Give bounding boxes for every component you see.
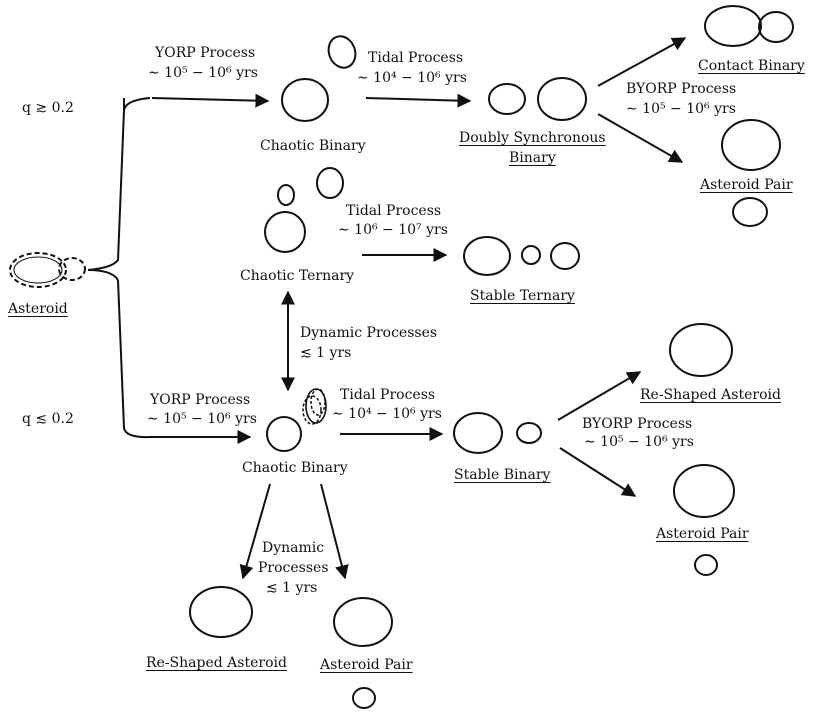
reshaped-right-label: Re-Shaped Asteroid [640, 387, 781, 403]
branch-brace [87, 97, 151, 439]
pair-right-primary [673, 464, 735, 518]
doubly-sync-primary-a [488, 83, 526, 115]
chaotic-binary-bottom-primary [266, 416, 302, 452]
pair-right-secondary [694, 554, 718, 576]
contact-binary-a [704, 5, 762, 47]
asteroid-pair-bottom-label: Asteroid Pair [320, 657, 413, 673]
doubly-sync-label-2: Binary [509, 150, 556, 166]
asteroid-pair-top-label: Asteroid Pair [700, 177, 793, 193]
tidal-mid-label: Tidal Process [346, 203, 442, 219]
tidal-mid-time: ∼ 10⁶ − 10⁷ yrs [338, 222, 448, 238]
pair-bottom-primary [333, 597, 393, 647]
stable-ternary-c [550, 242, 580, 270]
dynamic-mid-time: ≲ 1 yrs [300, 345, 352, 361]
dynamic-bottom-label-3: ≲ 1 yrs [266, 580, 318, 596]
reshaped-right-shape [669, 323, 733, 377]
byorp-bottom-time: ∼ 10⁵ − 10⁶ yrs [584, 434, 694, 450]
q-high-label: q ≳ 0.2 [22, 100, 74, 116]
byorp-top-time: ∼ 10⁵ − 10⁶ yrs [626, 101, 736, 117]
stable-binary-label: Stable Binary [454, 467, 551, 483]
doubly-sync-primary-b [537, 77, 587, 121]
tidal-top-time: ∼ 10⁴ − 10⁶ yrs [357, 70, 467, 86]
byorp-top-label: BYORP Process [626, 81, 737, 97]
yorp-bottom-label: YORP Process [150, 392, 251, 408]
arrow-contact-binary [597, 37, 687, 87]
contact-binary-b [758, 11, 794, 43]
stable-ternary-b [521, 245, 541, 265]
asteroid-shape [9, 252, 67, 288]
stable-ternary-a [463, 236, 511, 276]
arrow-pair-bottom [320, 483, 349, 580]
chaotic-binary-secondary [327, 35, 357, 69]
stable-binary-primary [453, 412, 503, 454]
reshaped-bottom-label: Re-Shaped Asteroid [146, 655, 287, 671]
dynamic-bottom-label-1: Dynamic [262, 540, 325, 556]
pair-top-primary [721, 119, 781, 171]
reshaped-bottom-shape [189, 586, 253, 638]
arrow-pair-right [559, 447, 637, 497]
arrow-yorp-top [151, 93, 270, 108]
chaotic-binary-bottom-label: Chaotic Binary [242, 460, 348, 476]
yorp-top-time: ∼ 10⁵ − 10⁶ yrs [148, 65, 258, 81]
stable-ternary-label: Stable Ternary [470, 288, 575, 304]
tidal-bottom-time: ∼ 10⁴ − 10⁶ yrs [332, 406, 442, 422]
arrow-pair-top [597, 113, 684, 163]
dynamic-mid-label: Dynamic Processes [300, 325, 438, 341]
chaotic-binary-primary [281, 78, 329, 122]
tidal-top-label: Tidal Process [368, 50, 464, 66]
arrow-reshaped-bottom [239, 483, 271, 580]
yorp-top-label: YORP Process [155, 45, 256, 61]
arrow-tidal-top [365, 93, 472, 108]
chaotic-binary-top-label: Chaotic Binary [260, 138, 366, 154]
ternary-c [264, 211, 306, 253]
contact-binary-label: Contact Binary [698, 58, 805, 74]
ternary-b [316, 167, 344, 199]
stable-binary-secondary [516, 422, 542, 444]
pair-top-secondary [732, 197, 768, 227]
byorp-bottom-label: BYORP Process [582, 416, 693, 432]
arrow-reshaped-right [557, 371, 642, 421]
tidal-bottom-label: Tidal Process [340, 387, 436, 403]
asteroid-label: Asteroid [8, 301, 68, 317]
asteroid-pair-right-label: Asteroid Pair [656, 526, 749, 542]
doubly-sync-label-1: Doubly Synchronous [459, 130, 606, 146]
dynamic-bottom-label-2: Processes [258, 560, 329, 576]
ternary-a [277, 184, 295, 206]
pair-bottom-secondary [352, 687, 376, 709]
yorp-bottom-time: ∼ 10⁵ − 10⁶ yrs [147, 411, 257, 427]
chaotic-ternary-label: Chaotic Ternary [240, 268, 355, 284]
q-low-label: q ≲ 0.2 [22, 411, 74, 427]
asteroid-lobe-shape [58, 257, 86, 281]
